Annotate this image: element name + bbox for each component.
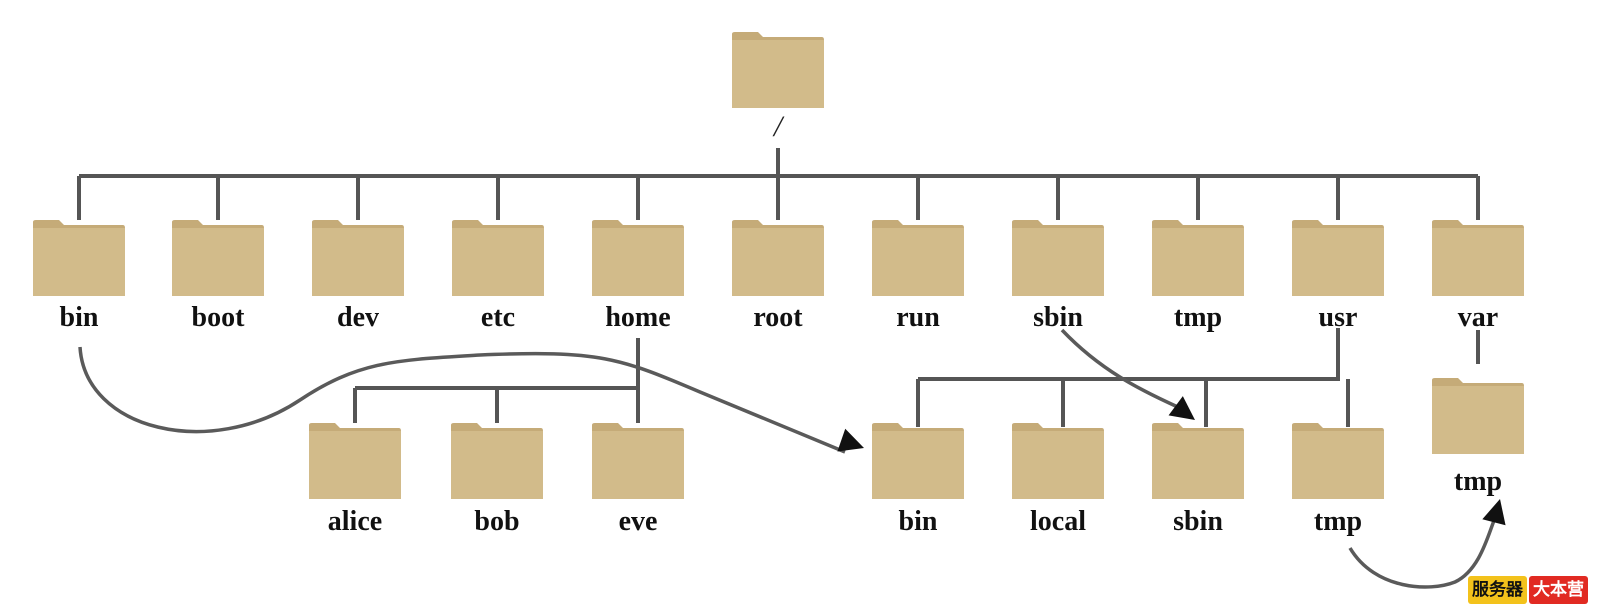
folder-label-root-dir: / bbox=[772, 110, 785, 143]
folder-icon-tab bbox=[1012, 220, 1104, 228]
folder-label-top-run: run bbox=[896, 302, 940, 333]
folder-label-top-tmp: tmp bbox=[1174, 302, 1222, 333]
folder-home-eve: eve bbox=[592, 423, 684, 537]
folder-icon-tab bbox=[1292, 220, 1384, 228]
folder-icon-tab bbox=[172, 220, 264, 228]
folder-home-alice: alice bbox=[309, 423, 401, 537]
symlink-arrowhead bbox=[837, 428, 864, 452]
folder-icon bbox=[1432, 228, 1524, 296]
folder-icon bbox=[452, 228, 544, 296]
folder-label-usr-tmp: tmp bbox=[1314, 506, 1362, 537]
folder-top-usr: usr bbox=[1292, 220, 1384, 333]
folder-top-var: var bbox=[1432, 220, 1524, 333]
folder-label-home-alice: alice bbox=[328, 506, 382, 537]
symlink-bin-to-usr-bin bbox=[78, 346, 846, 454]
folder-label-home-eve: eve bbox=[619, 506, 658, 537]
folder-label-top-var: var bbox=[1458, 302, 1498, 333]
folder-home-bob: bob bbox=[451, 423, 543, 537]
folder-icon bbox=[33, 228, 125, 296]
watermark-part-b: 大本营 bbox=[1529, 576, 1588, 604]
folder-root-dir: / bbox=[732, 32, 824, 143]
folder-icon-tab bbox=[872, 220, 964, 228]
folder-icon bbox=[592, 431, 684, 499]
folder-usr-local: local bbox=[1012, 423, 1104, 537]
folder-icon bbox=[1012, 431, 1104, 499]
folder-label-top-home: home bbox=[605, 302, 670, 333]
folder-label-top-root: root bbox=[753, 302, 803, 333]
folder-icon-tab bbox=[33, 220, 125, 228]
folder-label-top-bin: bin bbox=[60, 302, 99, 333]
symlink-sbin-to-usr-sbin bbox=[1060, 328, 1181, 410]
folder-icon bbox=[1432, 386, 1524, 454]
folder-top-etc: etc bbox=[452, 220, 544, 333]
folder-icon bbox=[172, 228, 264, 296]
folder-icon-tab bbox=[732, 220, 824, 228]
symlink-arrows bbox=[78, 328, 1506, 589]
folder-top-home: home bbox=[592, 220, 684, 333]
folder-icon-tab bbox=[732, 32, 824, 40]
folder-icon bbox=[1292, 228, 1384, 296]
folder-label-top-boot: boot bbox=[192, 302, 246, 333]
symlink-arrowhead bbox=[1482, 499, 1506, 526]
folder-icon bbox=[1152, 228, 1244, 296]
symlink-arrowhead bbox=[1168, 396, 1195, 420]
folder-icon bbox=[1292, 431, 1384, 499]
folder-label-usr-sbin: sbin bbox=[1173, 506, 1223, 537]
folder-top-run: run bbox=[872, 220, 964, 333]
folder-top-boot: boot bbox=[172, 220, 264, 333]
folder-label-var-tmp: tmp bbox=[1454, 466, 1502, 497]
folders: / bin boot dev etc home root run sbin tmp usr var al… bbox=[33, 32, 1524, 537]
folder-label-top-dev: dev bbox=[337, 302, 379, 333]
folder-icon-tab bbox=[592, 220, 684, 228]
folder-icon-tab bbox=[1292, 423, 1384, 431]
folder-label-top-etc: etc bbox=[481, 302, 515, 333]
folder-top-bin: bin bbox=[33, 220, 125, 333]
folder-icon bbox=[309, 431, 401, 499]
folder-icon bbox=[592, 228, 684, 296]
tree-connectors bbox=[77, 148, 1480, 427]
folder-label-top-sbin: sbin bbox=[1033, 302, 1083, 333]
symlink-usr-tmp-to-var-tmp bbox=[1348, 517, 1497, 589]
folder-icon bbox=[872, 228, 964, 296]
folder-icon-tab bbox=[872, 423, 964, 431]
folder-icon bbox=[872, 431, 964, 499]
folder-icon-tab bbox=[1432, 220, 1524, 228]
folder-usr-tmp: tmp bbox=[1292, 423, 1384, 537]
folder-icon-tab bbox=[451, 423, 543, 431]
folder-icon-tab bbox=[1432, 378, 1524, 386]
folder-icon-tab bbox=[309, 423, 401, 431]
folder-top-root: root bbox=[732, 220, 824, 333]
folder-usr-bin: bin bbox=[872, 423, 964, 537]
folder-icon bbox=[451, 431, 543, 499]
folder-icon-tab bbox=[452, 220, 544, 228]
folder-label-home-bob: bob bbox=[474, 506, 519, 537]
folder-label-usr-bin: bin bbox=[899, 506, 938, 537]
folder-icon-tab bbox=[1012, 423, 1104, 431]
folder-icon bbox=[732, 40, 824, 108]
folder-icon bbox=[732, 228, 824, 296]
folder-icon-tab bbox=[312, 220, 404, 228]
folder-top-sbin: sbin bbox=[1012, 220, 1104, 333]
folder-top-tmp: tmp bbox=[1152, 220, 1244, 333]
folder-icon-tab bbox=[592, 423, 684, 431]
watermark-part-a: 服务器 bbox=[1468, 576, 1527, 604]
folder-icon bbox=[1012, 228, 1104, 296]
folder-icon-tab bbox=[1152, 220, 1244, 228]
folder-top-dev: dev bbox=[312, 220, 404, 333]
watermark: 服务器 大本营 bbox=[1468, 576, 1588, 604]
folder-usr-sbin: sbin bbox=[1152, 423, 1244, 537]
folder-icon-tab bbox=[1152, 423, 1244, 431]
folder-label-usr-local: local bbox=[1030, 506, 1086, 537]
folder-var-tmp: tmp bbox=[1432, 378, 1524, 497]
folder-label-top-usr: usr bbox=[1319, 302, 1358, 333]
folder-icon bbox=[1152, 431, 1244, 499]
folder-icon bbox=[312, 228, 404, 296]
